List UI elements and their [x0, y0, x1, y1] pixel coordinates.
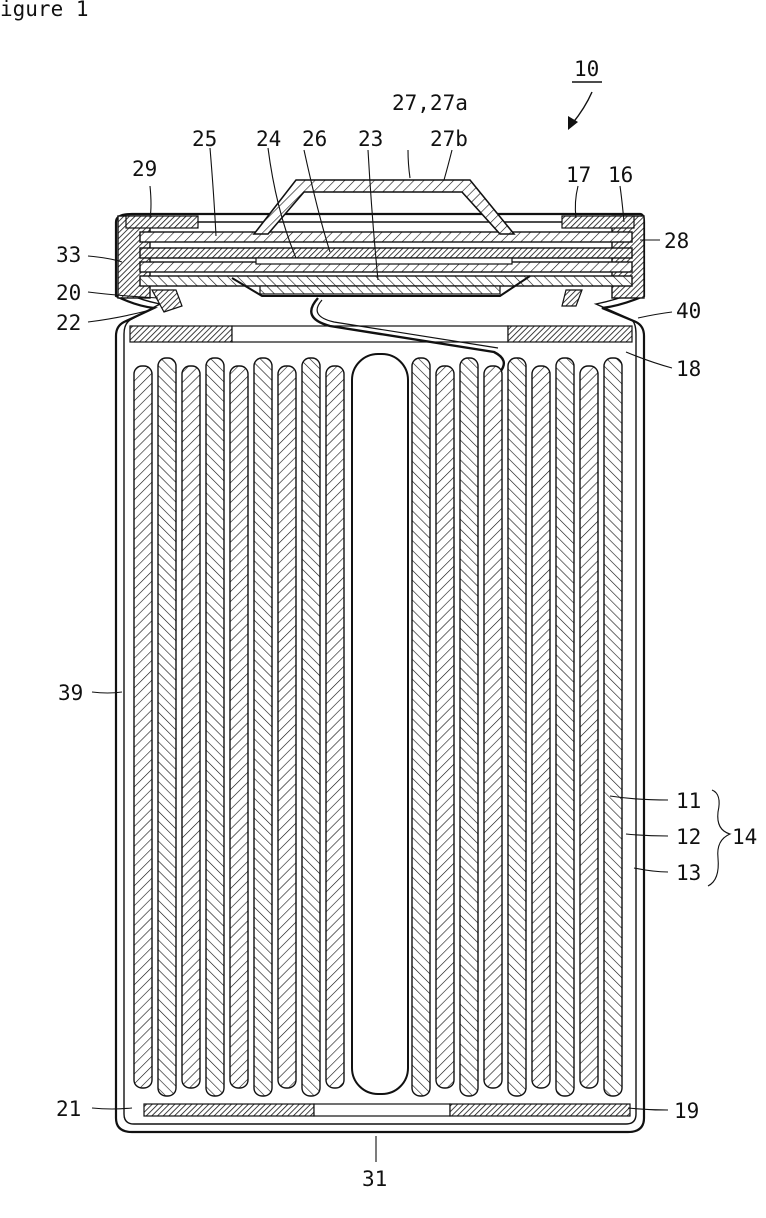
label-31: 31	[362, 1167, 387, 1191]
label-18: 18	[676, 357, 701, 381]
electrode-strip	[206, 358, 224, 1096]
electrode-strip	[254, 358, 272, 1096]
sealing-cap-assembly	[118, 180, 644, 312]
label-39: 39	[58, 681, 83, 705]
electrode-strip	[580, 366, 598, 1088]
label-16: 16	[608, 163, 633, 187]
electrode-strip	[484, 366, 502, 1088]
label-14: 14	[732, 825, 757, 849]
label-27b: 27b	[430, 127, 468, 151]
bottom-insulating-plate	[144, 1104, 630, 1116]
electrode-strip	[508, 358, 526, 1096]
electrode-strip	[302, 358, 320, 1096]
electrode-strip	[230, 366, 248, 1088]
label-13: 13	[676, 861, 701, 885]
ref-numeral-10: 10	[574, 57, 599, 81]
label-29: 29	[132, 157, 157, 181]
label-28: 28	[664, 229, 689, 253]
core-hollow	[352, 354, 408, 1094]
label-27: 27,27a	[392, 91, 468, 115]
electrode-strip	[278, 366, 296, 1088]
label-33: 33	[56, 243, 81, 267]
label-17: 17	[566, 163, 591, 187]
electrode-strip	[556, 358, 574, 1096]
label-20: 20	[56, 281, 81, 305]
ref-numeral-arrow	[572, 92, 592, 124]
electrode-strip	[412, 358, 430, 1096]
label-24: 24	[256, 127, 281, 151]
label-25: 25	[192, 127, 217, 151]
electrode-strip	[182, 366, 200, 1088]
label-21: 21	[56, 1097, 81, 1121]
figure-title: igure 1	[0, 0, 89, 21]
electrode-strip	[604, 358, 622, 1096]
electrode-strip	[436, 366, 454, 1088]
label-23: 23	[358, 127, 383, 151]
electrode-strip	[134, 366, 152, 1088]
label-26: 26	[302, 127, 327, 151]
label-11: 11	[676, 789, 701, 813]
label-22: 22	[56, 311, 81, 335]
electrode-strip	[460, 358, 478, 1096]
label-40: 40	[676, 299, 701, 323]
electrode-strip	[326, 366, 344, 1088]
label-12: 12	[676, 825, 701, 849]
electrode-strip	[158, 358, 176, 1096]
label-19: 19	[674, 1099, 699, 1123]
electrode-strip	[532, 366, 550, 1088]
